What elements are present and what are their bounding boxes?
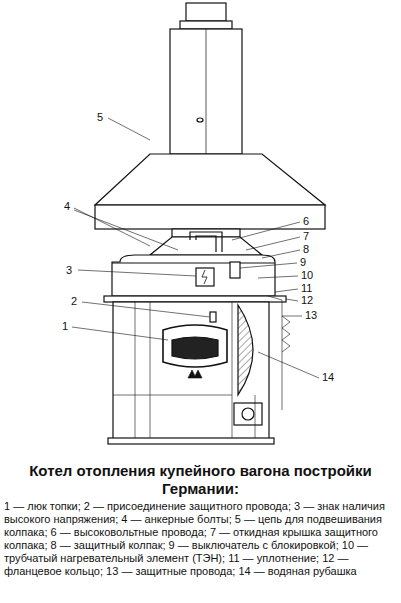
callout-number: 12	[300, 294, 314, 306]
callout-number: 8	[302, 243, 310, 255]
callout-number: 6	[302, 215, 310, 227]
figure-title: Котел отопления купейного вагона построй…	[4, 462, 397, 498]
callout-number: 9	[299, 256, 307, 268]
callout-number: 10	[300, 269, 314, 281]
callout-number: 4	[63, 200, 71, 212]
callout-number: 14	[321, 371, 335, 383]
callout-number: 1	[61, 320, 69, 332]
callout-number: 13	[304, 309, 318, 321]
callout-number: 2	[70, 295, 78, 307]
callout-number: 3	[65, 264, 73, 276]
figure-caption: 1 — люк топки; 2 — присоединение защитно…	[4, 500, 397, 578]
callout-number: 7	[302, 230, 310, 242]
callout-number: 5	[96, 111, 104, 123]
callout-number: 11	[300, 282, 313, 294]
